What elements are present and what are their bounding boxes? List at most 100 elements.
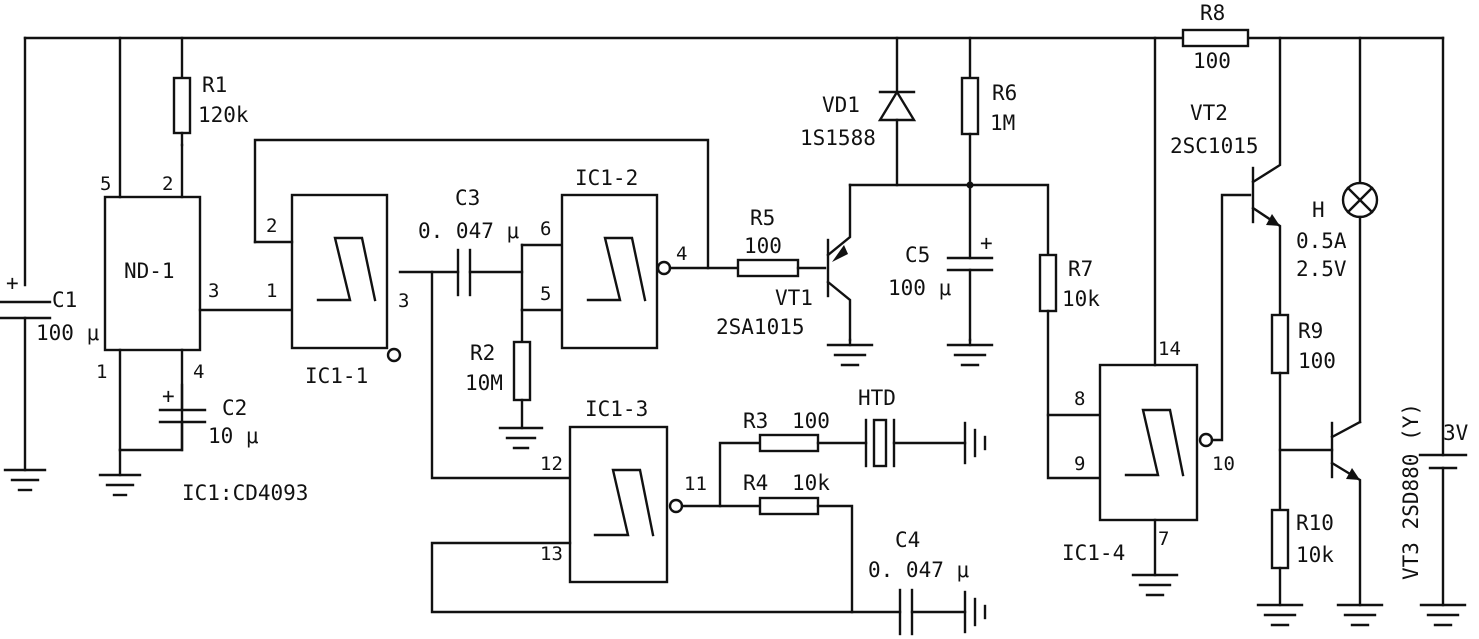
c5-plus: + [980, 231, 993, 255]
battery-3v: 3V [1418, 421, 1469, 607]
c1-value: 100 μ [36, 321, 100, 345]
lamp-rating-current: 0.5A [1296, 229, 1347, 253]
ic1-3-pin11: 11 [684, 473, 707, 495]
ic1-3-label: IC1-3 [585, 397, 648, 421]
ic1-4-gate: IC1-4 8 9 10 14 7 [1062, 36, 1252, 577]
r10-ref: R10 [1296, 511, 1334, 535]
nd1-pin4: 4 [193, 361, 204, 383]
capacitor-c3: C3 0. 047 μ [398, 186, 572, 480]
vt3-value: 2SD880 (Y) [1399, 403, 1423, 529]
transistor-vt3: VT3 2SD880 (Y) [1330, 403, 1423, 607]
battery-value: 3V [1443, 421, 1469, 445]
nd1-pin1: 1 [96, 361, 107, 383]
ground-vt1 [826, 338, 874, 367]
diode-vd1: VD1 1S1588 [800, 36, 917, 187]
ic1-4-pin10: 10 [1212, 453, 1235, 475]
c5-ref: C5 [905, 243, 930, 267]
c2-ref: C2 [222, 396, 247, 420]
vt1-collector-node [848, 181, 1050, 257]
ic1-4-pin8: 8 [1074, 388, 1085, 410]
r5-ref: R5 [750, 206, 775, 230]
ic1-4-pin9: 9 [1074, 453, 1085, 475]
ic1-3-gate: IC1-3 12 13 11 [430, 397, 854, 614]
c4-ref: C4 [895, 528, 920, 552]
capacitor-c1: + C1 100 μ [0, 271, 100, 472]
ic1-2-pin4: 4 [676, 243, 687, 265]
resistor-r5: R5 100 [736, 206, 827, 278]
r3-value: 100 [792, 409, 830, 433]
ground-ic1-4 [1131, 573, 1179, 597]
r1-ref: R1 [202, 73, 227, 97]
resistor-r3: R3 100 [743, 409, 868, 453]
ic1-1-label: IC1-1 [305, 364, 368, 388]
r3-ref: R3 [743, 409, 768, 433]
vt3-ref: VT3 [1399, 542, 1423, 580]
ic1-4-pin7: 7 [1158, 528, 1169, 550]
ic1-2-pin6: 6 [540, 218, 551, 240]
capacitor-c4: C4 0. 047 μ [868, 528, 970, 636]
r9-ref: R9 [1298, 319, 1323, 343]
vd1-ref: VD1 [822, 93, 860, 117]
c1-ref: C1 [52, 288, 77, 312]
c1-plus: + [6, 271, 19, 295]
vt2-ref: VT2 [1190, 101, 1228, 125]
ic1-1-gate: IC1-1 2 1 3 [253, 138, 710, 388]
r2-value: 10M [465, 371, 503, 395]
ground-r10 [1256, 603, 1304, 627]
capacitor-c2: + C2 10 μ [158, 383, 259, 452]
lamp-ref: H [1312, 198, 1325, 222]
c3-ref: C3 [455, 186, 480, 210]
capacitor-c5: + C5 100 μ [888, 183, 994, 342]
resistor-r4: R4 10k [743, 471, 902, 614]
ground-c1 [3, 468, 47, 492]
lamp-rating-voltage: 2.5V [1296, 257, 1347, 281]
ic1-3-pin13: 13 [540, 543, 563, 565]
ic1-1-pin2: 2 [266, 215, 277, 237]
htd-label: HTD [858, 386, 896, 410]
resistor-r6: R6 1M [960, 36, 1017, 187]
ic1-1-pin1: 1 [266, 280, 277, 302]
r7-ref: R7 [1068, 257, 1093, 281]
ic1-1-pin3: 3 [398, 290, 409, 312]
ic1-4-pin14: 14 [1158, 338, 1181, 360]
nd1-pin5: 5 [100, 173, 111, 195]
c2-plus: + [162, 384, 175, 408]
r4-value: 10k [792, 471, 830, 495]
resistor-r1: R1 120k [172, 36, 249, 147]
vt2-value: 2SC1015 [1170, 134, 1259, 158]
r2-ref: R2 [470, 341, 495, 365]
transistor-vt2: VT2 2SC1015 [1170, 36, 1282, 317]
ground-c4 [963, 590, 987, 634]
top-rail [23, 36, 1445, 457]
vt3-label: VT3 2SD880 (Y) [1399, 403, 1423, 580]
ic1-3-pin12: 12 [540, 453, 563, 475]
ic1-2-gate: IC1-2 6 5 4 [540, 166, 740, 350]
c4-value: 0. 047 μ [868, 558, 970, 582]
r8-value: 100 [1193, 49, 1231, 73]
ground-r2 [498, 426, 544, 450]
ground-battery [1419, 603, 1467, 627]
r1-value: 120k [198, 103, 249, 127]
buzzer-htd: HTD [858, 386, 967, 468]
r10-value: 10k [1296, 543, 1334, 567]
transistor-vt1: VT1 2SA1015 [716, 183, 852, 342]
r5-value: 100 [744, 234, 782, 258]
vt1-value: 2SA1015 [716, 315, 805, 339]
resistor-r7: R7 10k [1038, 253, 1102, 480]
ic1-2-pin5: 5 [540, 283, 551, 305]
ground-vt3 [1336, 603, 1384, 627]
c2-value: 10 μ [208, 424, 259, 448]
ground-nd1 [98, 448, 142, 497]
nd1-pin3: 3 [208, 280, 219, 302]
r8-ref: R8 [1200, 1, 1225, 25]
nd1-label: ND-1 [124, 259, 175, 283]
r6-value: 1M [990, 111, 1015, 135]
vd1-value: 1S1588 [800, 126, 876, 150]
nd1-pin2: 2 [162, 173, 173, 195]
r6-ref: R6 [992, 81, 1017, 105]
ic1-2-label: IC1-2 [575, 166, 638, 190]
ground-c5 [946, 338, 994, 367]
r9-value: 100 [1298, 349, 1336, 373]
